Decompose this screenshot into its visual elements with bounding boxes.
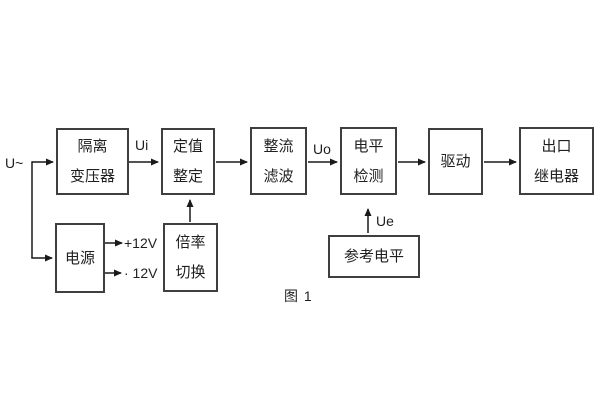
block-label: 倍率 [175, 234, 206, 251]
block-reference-level: 参考电平 [328, 235, 420, 278]
block-label: 整流 [263, 137, 294, 155]
signal-label-ue: Ue [376, 213, 394, 229]
block-label: 继电器 [533, 167, 579, 185]
figure-caption: 图 1 [284, 288, 313, 304]
signal-label-ui: Ui [135, 137, 149, 153]
block-label: 电源 [64, 249, 95, 267]
signal-label-plus12v: +12V [124, 235, 158, 251]
block-level-detect: 电平 检测 [340, 127, 397, 195]
block-label: 检测 [353, 167, 384, 185]
block-label: 定值 [172, 138, 203, 155]
block-label: 变压器 [69, 168, 115, 185]
block-label: 出口 [541, 137, 572, 155]
block-label: 滤波 [263, 167, 294, 185]
signal-label-uo: Uo [313, 141, 331, 157]
block-power-supply: 电源 [55, 223, 105, 293]
block-label: 隔离 [77, 138, 108, 155]
block-label: 整定 [172, 168, 203, 185]
block-ratio-switch: 倍率 切换 [163, 223, 218, 292]
block-setpoint-adjust: 定值 整定 [161, 128, 215, 195]
block-label: 驱动 [440, 153, 471, 170]
block-isolation-transformer: 隔离 变压器 [56, 128, 129, 195]
block-label: 切换 [175, 264, 206, 281]
signal-label-minus12v: · 12V [124, 265, 158, 281]
block-rectifier-filter: 整流 滤波 [250, 127, 307, 195]
block-drive: 驱动 [428, 128, 483, 195]
block-output-relay: 出口 继电器 [519, 127, 594, 195]
block-label: 电平 [353, 137, 384, 155]
signal-label-u-input: U~ [5, 155, 24, 171]
block-label: 参考电平 [343, 248, 404, 265]
